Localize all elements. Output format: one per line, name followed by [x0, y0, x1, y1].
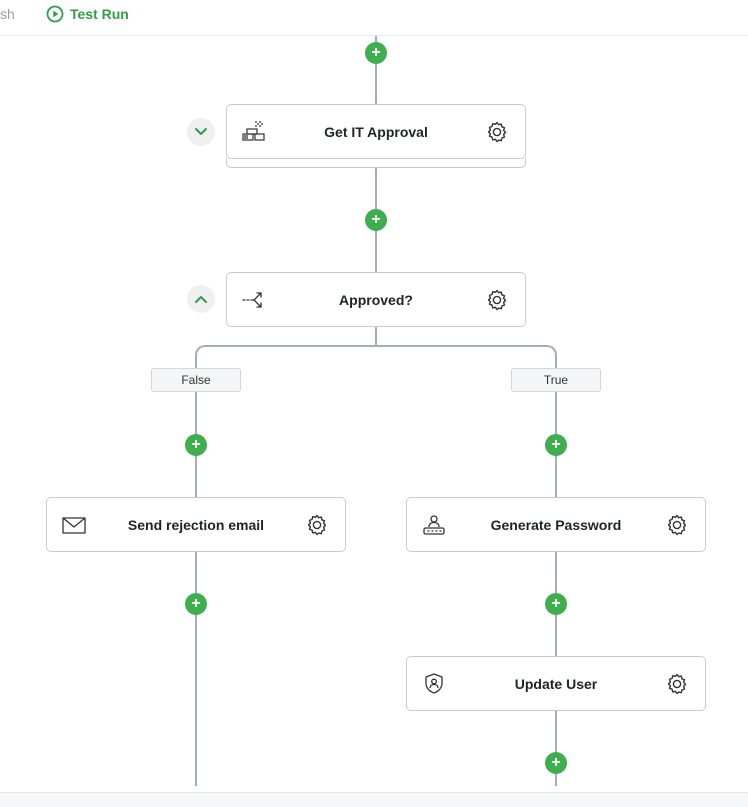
- add-step-button[interactable]: +: [365, 209, 387, 231]
- gear-icon[interactable]: [665, 672, 689, 696]
- connector: [555, 711, 557, 786]
- test-run-button[interactable]: Test Run: [46, 4, 129, 24]
- step-title: Get IT Approval: [324, 123, 428, 140]
- collapse-toggle-button[interactable]: [187, 118, 215, 146]
- step-card-approved[interactable]: Approved?: [226, 272, 526, 327]
- stacked-card-shadow: [226, 158, 526, 168]
- test-run-label: Test Run: [70, 6, 129, 22]
- gear-icon[interactable]: [485, 120, 509, 144]
- play-circle-icon: [46, 5, 64, 23]
- add-step-button[interactable]: +: [545, 434, 567, 456]
- connector: [375, 327, 377, 347]
- step-card-generate-password[interactable]: Generate Password: [406, 497, 706, 552]
- branch-label-false[interactable]: False: [151, 368, 241, 392]
- shield-user-icon: [421, 672, 447, 696]
- branch-label-true[interactable]: True: [511, 368, 601, 392]
- add-step-button[interactable]: +: [185, 434, 207, 456]
- password-generator-icon: [421, 513, 447, 537]
- gear-icon[interactable]: [305, 513, 329, 537]
- chevron-down-icon: [195, 128, 207, 135]
- add-step-button[interactable]: +: [545, 752, 567, 774]
- step-title: Send rejection email: [127, 516, 265, 533]
- step-card-get-it-approval[interactable]: Get IT Approval: [226, 104, 526, 159]
- chevron-up-icon: [195, 296, 207, 303]
- approval-icon: [241, 120, 267, 144]
- step-title: Approved?: [339, 291, 413, 308]
- connector: [195, 357, 197, 497]
- step-title: Generate Password: [490, 516, 622, 533]
- branch-connector-left: [195, 345, 375, 361]
- publish-button-partial[interactable]: sh: [0, 6, 15, 22]
- gear-icon[interactable]: [485, 288, 509, 312]
- connector: [555, 357, 557, 497]
- branch-connector-right: [377, 345, 557, 361]
- step-card-send-rejection-email[interactable]: Send rejection email: [46, 497, 346, 552]
- add-step-button[interactable]: +: [185, 593, 207, 615]
- connector: [375, 36, 377, 106]
- add-step-button[interactable]: +: [545, 593, 567, 615]
- step-title: Update User: [514, 675, 598, 692]
- step-card-update-user[interactable]: Update User: [406, 656, 706, 711]
- canvas-bottom-bar: [0, 792, 748, 807]
- workflow-toolbar: sh Test Run: [0, 0, 748, 36]
- gear-icon[interactable]: [665, 513, 689, 537]
- branch-condition-icon: [241, 288, 267, 312]
- expand-toggle-button[interactable]: [187, 285, 215, 313]
- mail-icon: [61, 513, 87, 537]
- connector: [195, 552, 197, 786]
- add-step-button[interactable]: +: [365, 42, 387, 64]
